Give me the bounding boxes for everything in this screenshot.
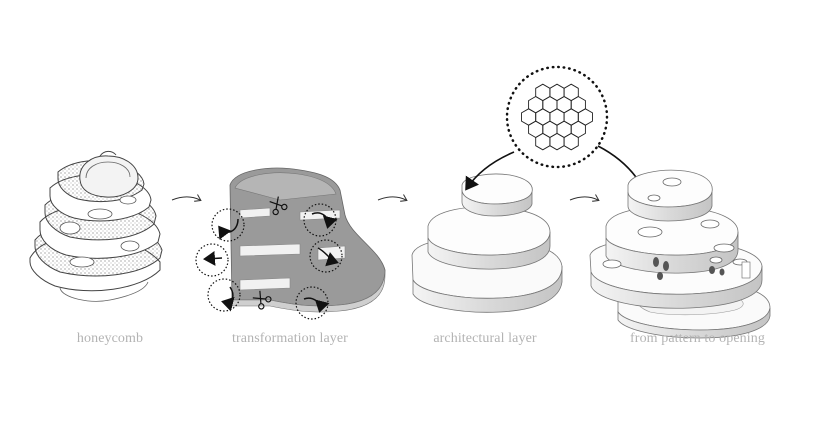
stage-label-pattern-to-opening: from pattern to opening bbox=[630, 331, 765, 346]
honeycomb-illustration bbox=[29, 150, 163, 302]
rotate-arrow-icon bbox=[211, 208, 245, 242]
scissors-icon bbox=[269, 196, 288, 216]
rotate-arrow-icon bbox=[303, 203, 338, 237]
architectural-layer-illustration bbox=[411, 173, 563, 313]
opening-layer-illustration bbox=[589, 169, 771, 339]
scissors-icon bbox=[252, 290, 272, 310]
arrow-right-icon bbox=[569, 197, 598, 200]
rotate-arrow-icon bbox=[309, 239, 343, 273]
rotate-arrow-icon bbox=[195, 243, 229, 277]
stage-label-transformation-layer: transformation layer bbox=[232, 331, 348, 346]
stage-label-architectural-layer: architectural layer bbox=[433, 331, 537, 346]
curved-arrow-icon bbox=[465, 151, 515, 191]
rotate-arrow-icon bbox=[207, 278, 241, 312]
rotate-arrow-icon bbox=[295, 286, 330, 320]
transformation-layer-illustration bbox=[229, 167, 386, 313]
stage-label-honeycomb: honeycomb bbox=[76, 331, 144, 346]
arrow-right-icon bbox=[377, 197, 406, 200]
arrow-right-icon bbox=[171, 197, 200, 200]
hexagon-pattern-icon bbox=[505, 65, 609, 169]
hexagon-cell bbox=[563, 132, 579, 151]
